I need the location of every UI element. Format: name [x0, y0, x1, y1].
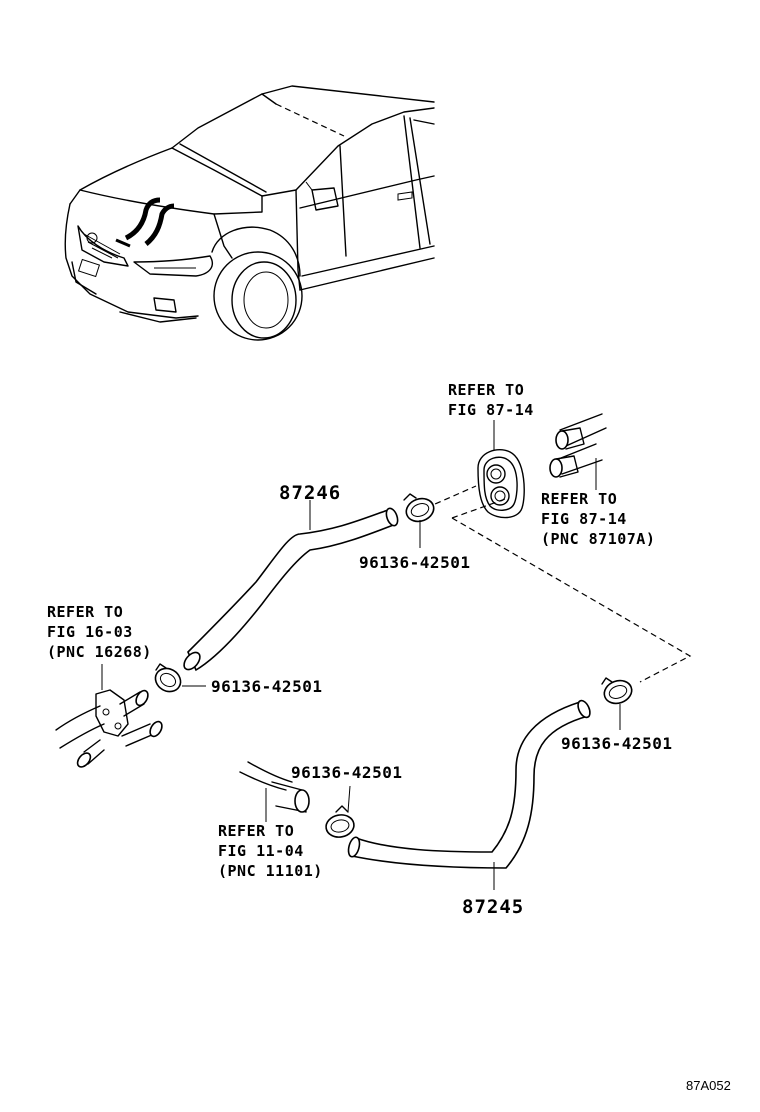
part-number-87246: 87246 [279, 482, 342, 504]
ref-engine-outlet-line-3: (PNC 11101) [218, 862, 323, 880]
ref-heater-pipes: REFER TO FIG 87-14 (PNC 87107A) [541, 489, 655, 549]
figure-code: 87A052 [686, 1078, 731, 1093]
ref-heater-pipes-line-1: REFER TO [541, 490, 618, 508]
clamp-lower-right [601, 677, 633, 730]
ref-water-valve-line-2: FIG 16-03 [47, 623, 133, 641]
clamp-lower-left [325, 785, 355, 838]
ref-grommet-line-1: REFER TO [448, 381, 525, 399]
grommet [477, 420, 525, 519]
hose-87246 [187, 509, 398, 672]
ref-water-valve-line-1: REFER TO [47, 603, 124, 621]
clamp-upper-right [403, 493, 435, 548]
ref-water-valve: REFER TO FIG 16-03 (PNC 16268) [47, 602, 152, 662]
ref-water-valve-line-3: (PNC 16268) [47, 643, 152, 661]
clamp-label-lower-right: 96136-42501 [561, 734, 673, 753]
water-valve [55, 664, 163, 768]
leader-grommet-to-clamp [425, 485, 477, 509]
clamp-label-upper-right: 96136-42501 [359, 553, 471, 572]
part-number-87245: 87245 [462, 896, 525, 918]
hose-87245 [351, 701, 590, 869]
clamp-label-lower-left: 96136-42501 [291, 763, 403, 782]
car-illustration [64, 85, 435, 341]
leader-lower-route [451, 517, 692, 683]
ref-engine-outlet: REFER TO FIG 11-04 (PNC 11101) [218, 821, 323, 881]
clamp-upper-left [154, 663, 206, 693]
ref-engine-outlet-line-2: FIG 11-04 [218, 842, 304, 860]
ref-grommet-line-2: FIG 87-14 [448, 401, 534, 419]
ref-grommet: REFER TO FIG 87-14 [448, 380, 534, 420]
ref-engine-outlet-line-1: REFER TO [218, 822, 295, 840]
engine-outlet-pipe [239, 761, 310, 822]
ref-heater-pipes-line-2: FIG 87-14 [541, 510, 627, 528]
heater-pipes [549, 413, 607, 490]
ref-heater-pipes-line-3: (PNC 87107A) [541, 530, 656, 548]
clamp-label-upper-left: 96136-42501 [211, 677, 323, 696]
